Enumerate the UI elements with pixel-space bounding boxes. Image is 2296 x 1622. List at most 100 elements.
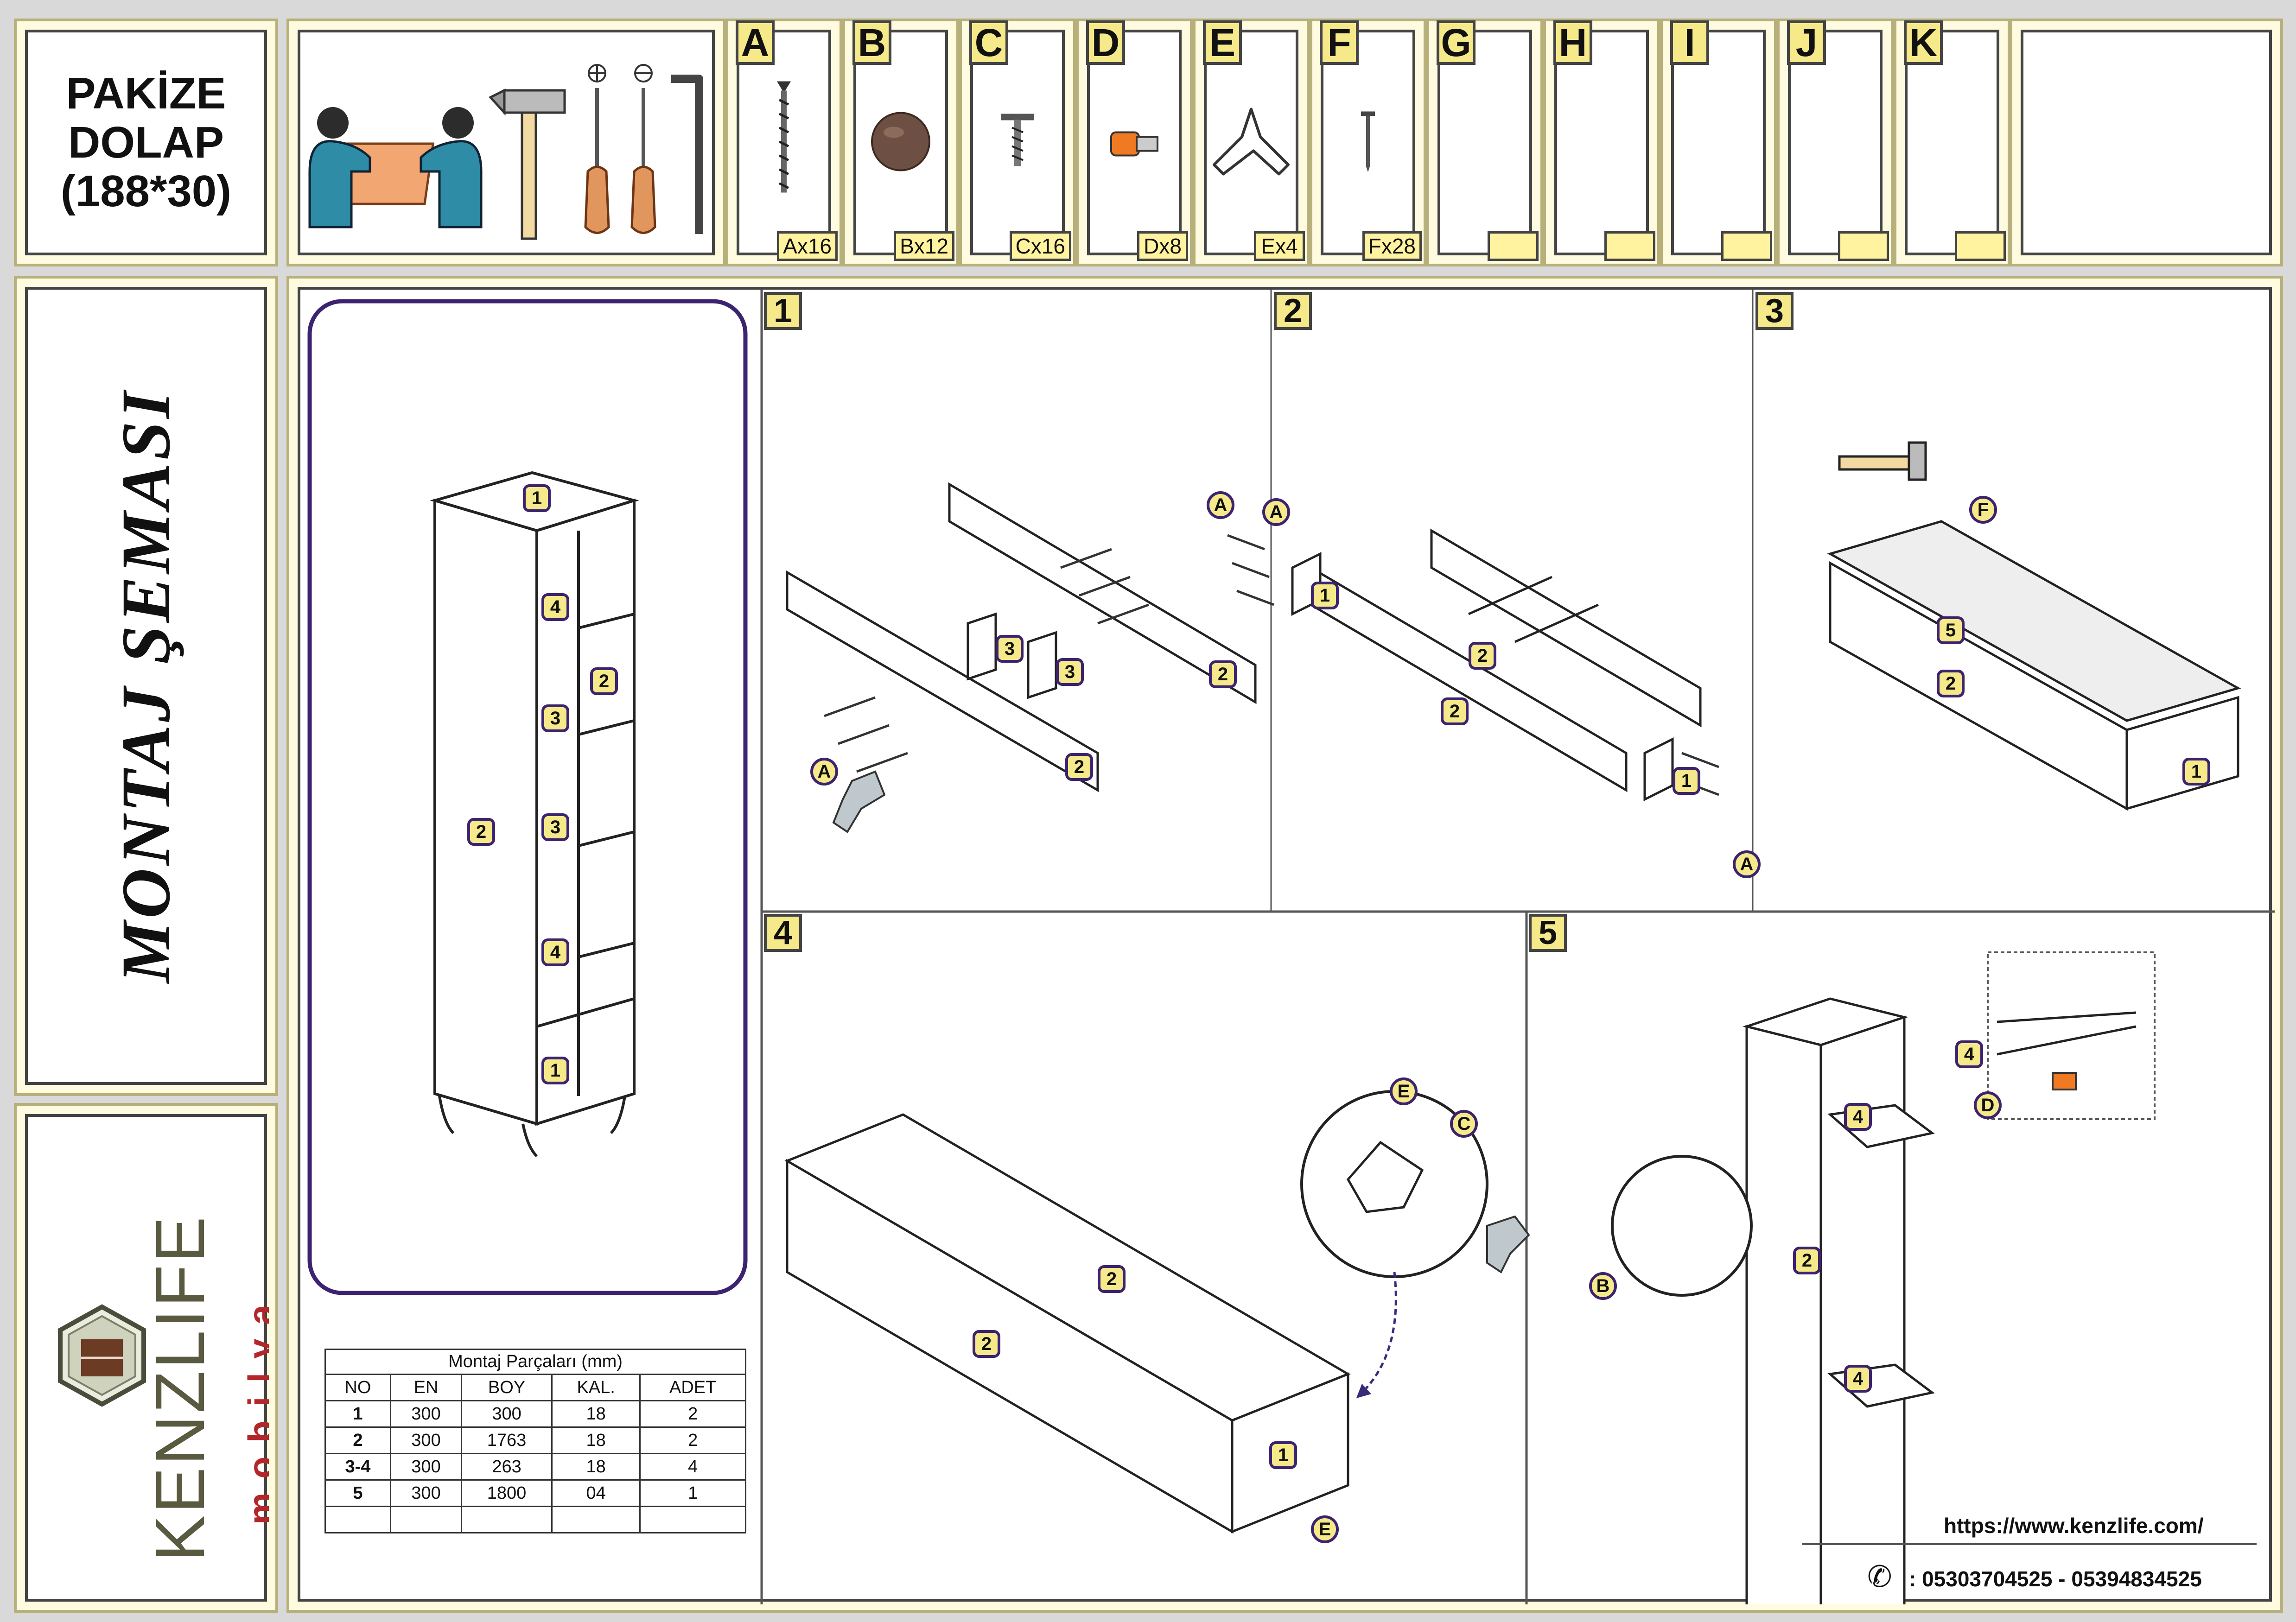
cell-adet: 2 — [639, 1400, 746, 1428]
hardware-panel: E Ex4 — [1203, 20, 1305, 261]
hardware-count: Dx8 — [1137, 231, 1188, 261]
part-callout-three: 3 — [996, 635, 1024, 663]
cell-boy: 300 — [461, 1400, 553, 1428]
part-callout-d: D — [1974, 1091, 2002, 1119]
part-callout-one: 1 — [1269, 1441, 1297, 1469]
step4-diagram — [784, 1090, 1530, 1534]
part-callout-four: 4 — [1844, 1103, 1872, 1131]
part-callout-b: B — [1589, 1272, 1617, 1300]
hardware-letter: D — [1086, 20, 1125, 65]
cell-no: 3-4 — [324, 1453, 391, 1481]
tools-frame — [286, 19, 726, 266]
hardware-panel: H — [1553, 20, 1655, 261]
hardware-cell-j: J — [1777, 19, 1894, 266]
part-callout-three: 3 — [1056, 658, 1084, 686]
part-callout-two: 2 — [590, 667, 618, 695]
part-callout-two: 2 — [973, 1330, 1000, 1358]
part-callout-one: 1 — [2182, 758, 2210, 786]
part-callout-four: 4 — [541, 593, 569, 621]
col-adet: ADET — [639, 1374, 746, 1401]
cell-boy: 1800 — [461, 1479, 553, 1507]
hardware-letter: F — [1320, 20, 1359, 65]
cap-detail-circle — [1611, 1155, 1753, 1297]
step-2-tab: 2 — [1274, 292, 1312, 330]
brand-frame: KENZLIFE mobilya — [14, 1103, 281, 1613]
hardware-cell-k: K — [1894, 19, 2010, 266]
part-callout-four: 4 — [1844, 1365, 1872, 1393]
cell-kal: 04 — [551, 1479, 641, 1507]
part-callout-one: 1 — [1311, 582, 1339, 609]
overview-cabinet — [430, 471, 639, 1158]
hardware-cell-e: E Ex4 — [1193, 19, 1310, 266]
brand-name: KENZLIFE — [141, 1215, 219, 1562]
part-callout-four: 4 — [541, 938, 569, 966]
hardware-panel: D Dx8 — [1086, 20, 1188, 261]
hardware-letter: E — [1203, 20, 1242, 65]
cell-adet: 2 — [639, 1426, 746, 1454]
cell-en: 300 — [389, 1453, 463, 1481]
contact-divider — [1802, 1543, 2257, 1545]
table-row: 2 300 1763 18 2 — [324, 1426, 746, 1454]
table-row: 5 300 1800 04 1 — [324, 1479, 746, 1507]
hardware-count — [1604, 231, 1655, 261]
part-callout-one: 1 — [1673, 767, 1700, 795]
brand-panel: KENZLIFE mobilya — [25, 1114, 281, 1602]
col-en: EN — [389, 1374, 463, 1401]
hardware-panel: K — [1904, 20, 2006, 261]
cell-en: 300 — [389, 1400, 463, 1428]
cell-boy: 263 — [461, 1453, 553, 1481]
assembly-diagram-title: MONTAJ ŞEMASI — [108, 388, 184, 983]
step-4-tab: 4 — [764, 914, 802, 952]
hardware-letter: G — [1437, 20, 1476, 65]
part-callout-two: 2 — [1098, 1265, 1126, 1293]
part-callout-two: 2 — [1441, 697, 1469, 725]
allen-key-icon — [671, 75, 703, 234]
hardware-count: Bx12 — [894, 231, 954, 261]
cell-no: 5 — [324, 1479, 391, 1507]
part-callout-a: A — [810, 758, 838, 786]
tools-panel — [298, 30, 715, 255]
website-link[interactable]: https://www.kenzlife.com/ — [1944, 1514, 2204, 1538]
hardware-letter: A — [736, 20, 775, 65]
step-1-tab: 1 — [764, 292, 802, 330]
brand-logo-icon — [58, 1304, 146, 1407]
part-callout-e: E — [1311, 1515, 1339, 1543]
hammer-icon — [488, 88, 566, 240]
side-title-panel: MONTAJ ŞEMASI — [25, 287, 267, 1085]
cell-adet: 1 — [639, 1479, 746, 1507]
hardware-cell-i: I — [1660, 19, 1777, 266]
empty-info-frame — [2010, 19, 2283, 266]
step-5-tab: 5 — [1529, 914, 1567, 952]
part-callout-a: A — [1207, 491, 1234, 519]
table-row — [324, 1506, 746, 1533]
part-callout-two: 2 — [1937, 670, 1965, 697]
product-size: (188*30) — [60, 166, 232, 216]
cell-adet: 4 — [639, 1453, 746, 1481]
part-callout-c: C — [1450, 1110, 1478, 1138]
part-callout-two: 2 — [1793, 1247, 1821, 1274]
side-title-frame: MONTAJ ŞEMASI — [14, 276, 278, 1096]
parts-table: Montaj Parçaları (mm) NO EN BOY KAL. ADE… — [324, 1349, 746, 1533]
hardware-panel: I — [1670, 20, 1772, 261]
wood-screw-icon — [999, 111, 1036, 174]
empty-info-panel — [2021, 30, 2272, 255]
product-title-frame: PAKİZE DOLAP (188*30) — [14, 19, 278, 266]
hardware-count: Ex4 — [1254, 231, 1305, 261]
part-callout-two: 2 — [1065, 753, 1093, 781]
shelf-pin-icon — [1107, 120, 1162, 165]
part-callout-one: 1 — [523, 484, 551, 512]
step1-diagram — [786, 482, 1257, 833]
step-3-tab: 3 — [1755, 292, 1794, 330]
hardware-panel: J — [1787, 20, 1889, 261]
parts-table-header: NO EN BOY KAL. ADET — [324, 1374, 746, 1401]
product-type: DOLAP — [68, 117, 224, 167]
